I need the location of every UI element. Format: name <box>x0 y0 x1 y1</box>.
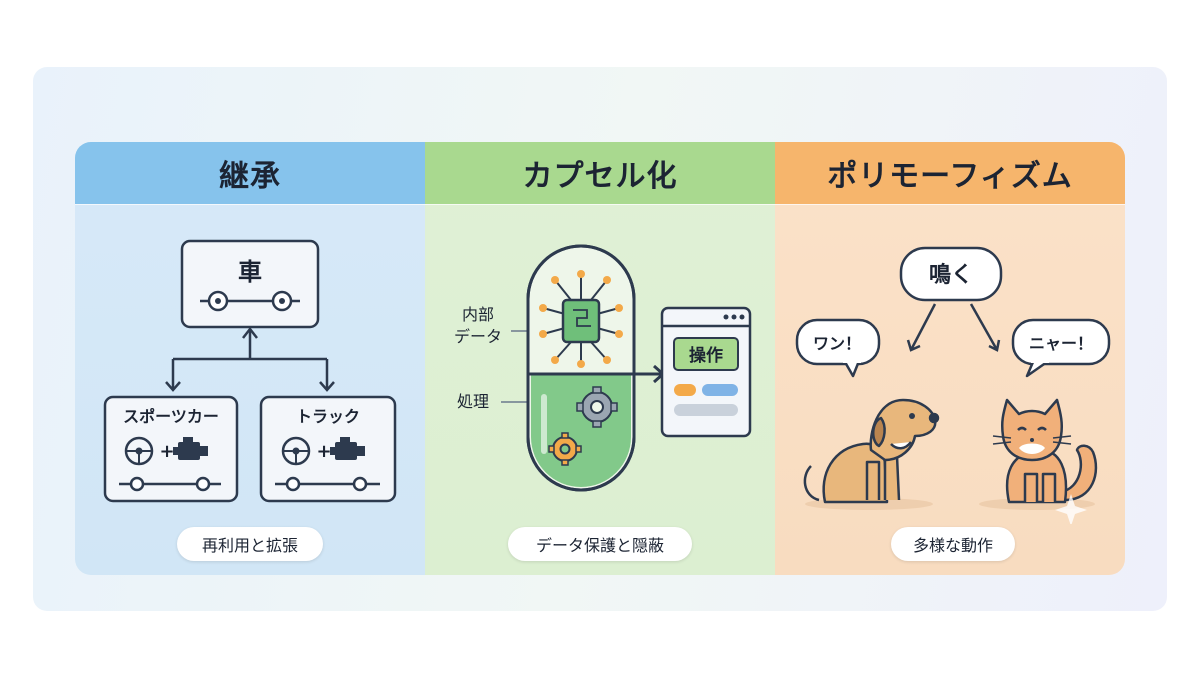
wheels-icon <box>200 290 300 312</box>
dog-speech-bubble: ワン！ <box>795 318 881 378</box>
engine-icon <box>173 437 208 460</box>
cat-sound-label: ニャー！ <box>1029 334 1093 353</box>
cat-icon <box>979 398 1098 510</box>
encapsulation-caption: データ保護と隠蔽 <box>508 527 692 561</box>
encapsulation-art: 内部 データ 処理 <box>454 244 752 492</box>
dispatch-arrows <box>906 303 1001 352</box>
cat-speech-bubble: ニャー！ <box>1011 318 1111 378</box>
call-bubble: 鳴く <box>899 246 1003 302</box>
steering-wheel-icon <box>281 436 311 466</box>
encapsulation-title: カプセル化 <box>425 142 775 204</box>
internal-data-label-2: データ <box>454 327 502 346</box>
steering-wheel-icon <box>124 436 154 466</box>
polymorphism-title: ポリモーフィズム <box>775 142 1125 204</box>
inheritance-title: 継承 <box>75 142 425 204</box>
polymorphism-panel: ポリモーフィズム 鳴く ワン！ ニャー！ <box>775 142 1125 575</box>
child-left-label: スポーツカー <box>123 407 219 426</box>
wheels-icon <box>275 476 380 492</box>
parent-class-box: 車 <box>180 239 320 329</box>
polymorphism-art: 鳴く ワン！ ニャー！ <box>795 246 1111 524</box>
dog-sound-label: ワン！ <box>813 334 861 353</box>
gear-icon <box>576 386 618 428</box>
gear-icon <box>548 432 582 466</box>
internal-data-label-1: 内部 <box>462 305 494 324</box>
window-icon: 操作 <box>660 306 752 438</box>
svg-text:+: + <box>159 441 174 462</box>
call-method-label: 鳴く <box>929 263 973 288</box>
child-class-sports-car: スポーツカー + <box>103 395 239 503</box>
engine-icon <box>330 437 365 460</box>
chip-icon <box>539 270 623 368</box>
child-right-label: トラック <box>296 407 360 426</box>
wheels-icon <box>119 476 221 492</box>
inheritance-arrows <box>165 326 335 392</box>
dog-icon <box>803 398 940 510</box>
access-arrow <box>634 364 666 384</box>
inheritance-art: 車 スポーツカー <box>103 239 397 503</box>
svg-text:+: + <box>316 441 331 462</box>
inheritance-caption: 再利用と拡張 <box>177 527 323 561</box>
sparkle-icon <box>1055 494 1087 524</box>
encapsulation-panel: カプセル化 内部 データ 処理 <box>425 142 775 575</box>
operation-button-label: 操作 <box>689 345 723 366</box>
parent-class-label: 車 <box>238 258 262 286</box>
inheritance-panel: 継承 車 スポーツカー <box>75 142 425 575</box>
child-class-truck: トラック + <box>259 395 397 503</box>
process-label: 処理 <box>457 392 489 411</box>
polymorphism-caption: 多様な動作 <box>891 527 1015 561</box>
